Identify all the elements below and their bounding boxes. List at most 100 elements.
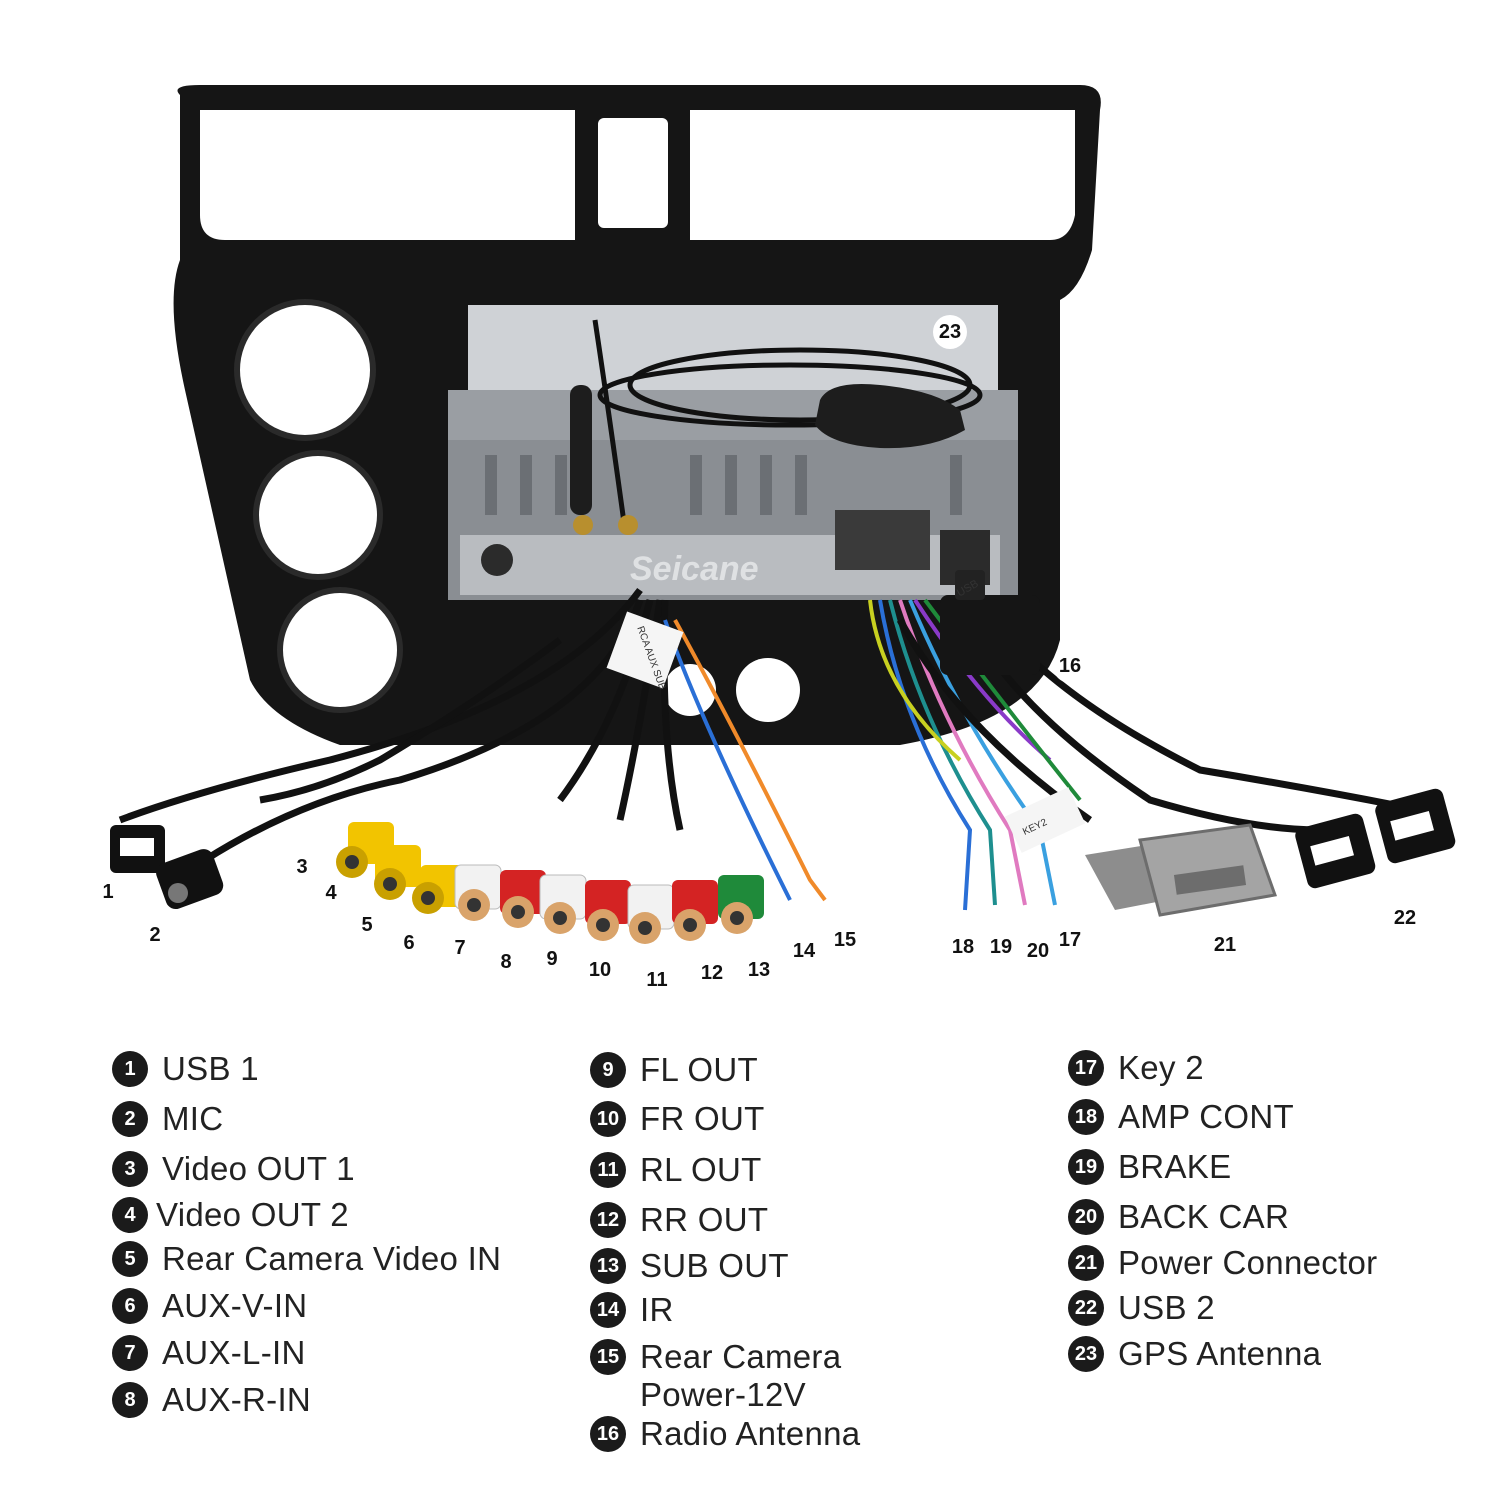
callout-14: 14 xyxy=(789,936,819,966)
legend-label: BACK CAR xyxy=(1118,1198,1290,1235)
legend-number-badge: 16 xyxy=(590,1416,626,1452)
legend-number-badge: 8 xyxy=(112,1382,148,1418)
legend-item-20: 20 BACK CAR xyxy=(1068,1198,1289,1236)
legend-label: Rear Camera Video IN xyxy=(162,1240,502,1277)
legend-item-14: 14 IR xyxy=(590,1291,674,1329)
legend-label: AUX-R-IN xyxy=(162,1381,312,1418)
legend-label: AUX-L-IN xyxy=(162,1334,306,1371)
callout-3: 3 xyxy=(287,852,317,882)
legend-item-3: 3 Video OUT 1 xyxy=(112,1150,355,1188)
legend-item-18: 18 AMP CONT xyxy=(1068,1098,1294,1136)
legend-item-15: 15 Rear Camera Power-12V xyxy=(590,1338,841,1414)
rca-white-2 xyxy=(539,874,587,934)
legend-label: FR OUT xyxy=(640,1100,765,1137)
legend-label: RL OUT xyxy=(640,1151,762,1188)
legend-label: FL OUT xyxy=(640,1051,758,1088)
legend-label: Key 2 xyxy=(1118,1049,1204,1086)
rca-red-3 xyxy=(672,880,718,941)
callout-9: 9 xyxy=(537,944,567,974)
legend-label: AUX-V-IN xyxy=(162,1287,308,1324)
usb2-plugs xyxy=(1295,788,1456,889)
legend-label: AMP CONT xyxy=(1118,1098,1294,1135)
legend-label: RR OUT xyxy=(640,1201,769,1238)
legend-label: GPS Antenna xyxy=(1118,1335,1322,1372)
legend-number-badge: 19 xyxy=(1068,1149,1104,1185)
legend-label: USB 2 xyxy=(1118,1289,1215,1326)
legend-number-badge: 7 xyxy=(112,1335,148,1371)
rca-red-1 xyxy=(500,870,546,928)
legend-number-badge: 5 xyxy=(112,1241,148,1277)
legend-label: Rear Camera Power-12V xyxy=(640,1338,842,1413)
callout-2: 2 xyxy=(140,920,170,950)
legend-item-2: 2 MIC xyxy=(112,1100,223,1138)
legend-item-13: 13 SUB OUT xyxy=(590,1247,789,1285)
legend-label: Video OUT 2 xyxy=(156,1196,349,1233)
power-connector xyxy=(1085,823,1278,917)
legend-number-badge: 3 xyxy=(112,1151,148,1187)
legend-item-8: 8 AUX-R-IN xyxy=(112,1381,311,1419)
callout-22: 22 xyxy=(1390,903,1420,933)
watermark: Seicane xyxy=(630,550,759,588)
legend-item-23: 23 GPS Antenna xyxy=(1068,1335,1321,1373)
callout-17: 17 xyxy=(1055,925,1085,955)
legend-item-11: 11 RL OUT xyxy=(590,1151,762,1189)
legend-label: IR xyxy=(640,1291,674,1328)
legend-item-21: 21 Power Connector xyxy=(1068,1244,1377,1282)
callout-12: 12 xyxy=(697,958,727,988)
legend-number-badge: 1 xyxy=(112,1051,148,1087)
wiring-diagram: RCA AUX SUB KEY2 USB Seicane 1 2 3 4 5 6… xyxy=(93,85,1456,991)
callout-4: 4 xyxy=(316,878,346,908)
radio-antenna-plug xyxy=(940,570,1040,675)
callout-1: 1 xyxy=(93,877,123,907)
callout-23: 23 xyxy=(935,317,965,347)
legend-number-badge: 4 xyxy=(112,1197,148,1233)
legend-item-6: 6 AUX-V-IN xyxy=(112,1287,307,1325)
callout-13: 13 xyxy=(744,955,774,985)
legend-number-badge: 23 xyxy=(1068,1336,1104,1372)
legend-item-7: 7 AUX-L-IN xyxy=(112,1334,306,1372)
legend-number-badge: 11 xyxy=(590,1152,626,1188)
legend-item-12: 12 RR OUT xyxy=(590,1201,768,1239)
legend-number-badge: 14 xyxy=(590,1292,626,1328)
legend-number-badge: 18 xyxy=(1068,1099,1104,1135)
legend-number-badge: 21 xyxy=(1068,1245,1104,1281)
legend-number-badge: 20 xyxy=(1068,1199,1104,1235)
callout-5: 5 xyxy=(352,910,382,940)
head-unit-illustration: RCA AUX SUB KEY2 USB Seicane xyxy=(110,85,1456,944)
legend-number-badge: 13 xyxy=(590,1248,626,1284)
rca-red-2 xyxy=(585,880,631,941)
legend-number-badge: 6 xyxy=(112,1288,148,1324)
callout-16: 16 xyxy=(1055,651,1085,681)
legend-item-22: 22 USB 2 xyxy=(1068,1289,1215,1327)
legend-item-5: 5 Rear Camera Video IN xyxy=(112,1240,501,1278)
legend-number-badge: 2 xyxy=(112,1101,148,1137)
callout-21: 21 xyxy=(1210,930,1240,960)
legend-number-badge: 17 xyxy=(1068,1050,1104,1086)
legend-number-badge: 10 xyxy=(590,1101,626,1137)
rca-white-1 xyxy=(454,864,502,921)
rca-white-3 xyxy=(627,884,675,944)
legend-label: BRAKE xyxy=(1118,1148,1232,1185)
legend-item-17: 17 Key 2 xyxy=(1068,1049,1204,1087)
callout-15: 15 xyxy=(830,925,860,955)
legend-label: Power Connector xyxy=(1118,1244,1378,1281)
rca-green xyxy=(718,875,764,934)
gps-antenna xyxy=(570,319,983,535)
legend-number-badge: 22 xyxy=(1068,1290,1104,1326)
legend-item-1: 1 USB 1 xyxy=(112,1050,259,1088)
legend-item-9: 9 FL OUT xyxy=(590,1051,758,1089)
callout-8: 8 xyxy=(491,947,521,977)
legend-item-4: 4 Video OUT 2 xyxy=(112,1196,349,1234)
callout-19: 19 xyxy=(986,932,1016,962)
legend-item-19: 19 BRAKE xyxy=(1068,1148,1231,1186)
legend-item-16: 16 Radio Antenna xyxy=(590,1415,860,1453)
callout-7: 7 xyxy=(445,933,475,963)
callout-18: 18 xyxy=(948,932,978,962)
usb1-plug xyxy=(110,825,165,873)
legend-number-badge: 12 xyxy=(590,1202,626,1238)
legend-label: SUB OUT xyxy=(640,1247,789,1284)
legend-number-badge: 9 xyxy=(590,1052,626,1088)
callout-20: 20 xyxy=(1023,936,1053,966)
legend-label: Radio Antenna xyxy=(640,1415,861,1452)
mic-plug xyxy=(156,849,224,910)
